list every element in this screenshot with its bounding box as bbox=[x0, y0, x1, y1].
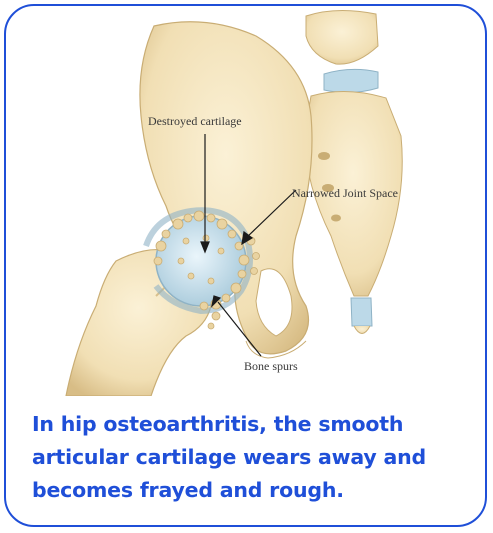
label-narrowed-joint-space: Narrowed Joint Space bbox=[292, 186, 398, 201]
sacrum-bone bbox=[304, 10, 402, 333]
femoral-head bbox=[156, 216, 246, 306]
caption-text: In hip osteoarthritis, the smooth articu… bbox=[32, 408, 482, 507]
hip-joint-illustration bbox=[6, 6, 487, 396]
info-card: Destroyed cartilage Narrowed Joint Space… bbox=[4, 4, 487, 527]
label-bone-spurs: Bone spurs bbox=[244, 359, 298, 374]
label-destroyed-cartilage: Destroyed cartilage bbox=[148, 114, 242, 129]
